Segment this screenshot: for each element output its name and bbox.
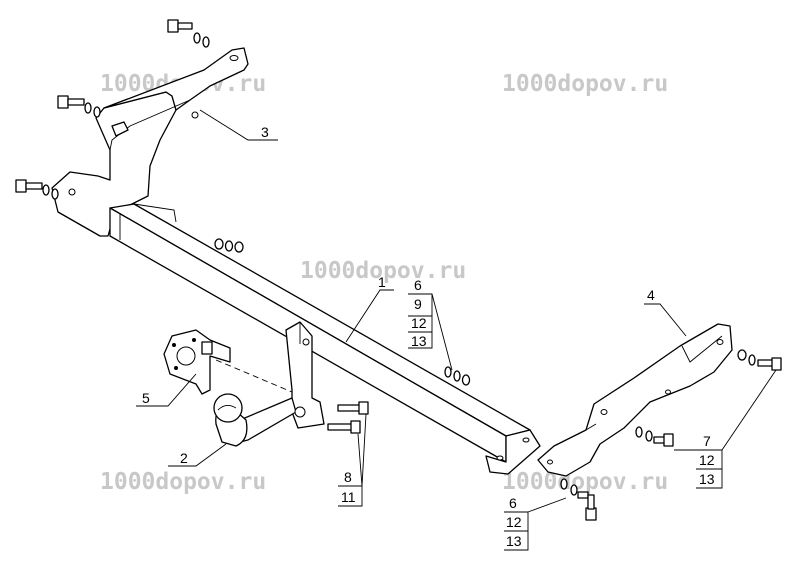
watermark: 1000dopov.ru (300, 258, 466, 284)
bolt-middle (57, 95, 101, 118)
callout-11: 11 (341, 489, 356, 505)
bolt-right-low (560, 478, 597, 521)
watermark: 1000dopov.ru (502, 469, 668, 495)
bolts-ball-mount (327, 401, 369, 434)
bolt-right-mid (635, 426, 674, 447)
callout-7: 7 (703, 433, 711, 449)
watermark: 1000dopov.ru (100, 469, 266, 495)
nut-under-beam (214, 238, 244, 253)
callout-1: 1 (378, 274, 386, 290)
socket-bracket (163, 329, 231, 395)
callout-13b: 13 (506, 533, 522, 549)
callout-3: 3 (261, 124, 269, 140)
callout-5: 5 (142, 390, 150, 406)
ball-mount-axis-line (215, 359, 293, 393)
bolt-right-top (737, 349, 782, 371)
callout-12b: 12 (506, 514, 522, 530)
callout-6b: 6 (509, 495, 517, 511)
ball-mount (213, 321, 325, 447)
callout-2: 2 (180, 450, 188, 466)
nut-mid (444, 366, 471, 386)
callout-4: 4 (647, 287, 655, 303)
callout-12c: 12 (699, 452, 715, 468)
left-bracket (51, 47, 249, 237)
callout-9: 9 (414, 296, 422, 312)
bolt-top (167, 19, 210, 48)
callout-13c: 13 (699, 471, 715, 487)
callout-8: 8 (344, 469, 352, 485)
callout-6a: 6 (414, 277, 422, 293)
callout-13a: 13 (411, 333, 427, 349)
right-bracket (537, 323, 733, 477)
callouts: 1 2 3 4 5 6 9 12 13 6 12 13 7 12 13 (136, 109, 777, 551)
callout-12a: 12 (411, 315, 427, 331)
bolt-lower (15, 179, 59, 200)
right-bracket-bolts (327, 349, 782, 521)
left-bracket-bolts (15, 19, 244, 253)
watermark: 1000dopov.ru (502, 71, 668, 97)
